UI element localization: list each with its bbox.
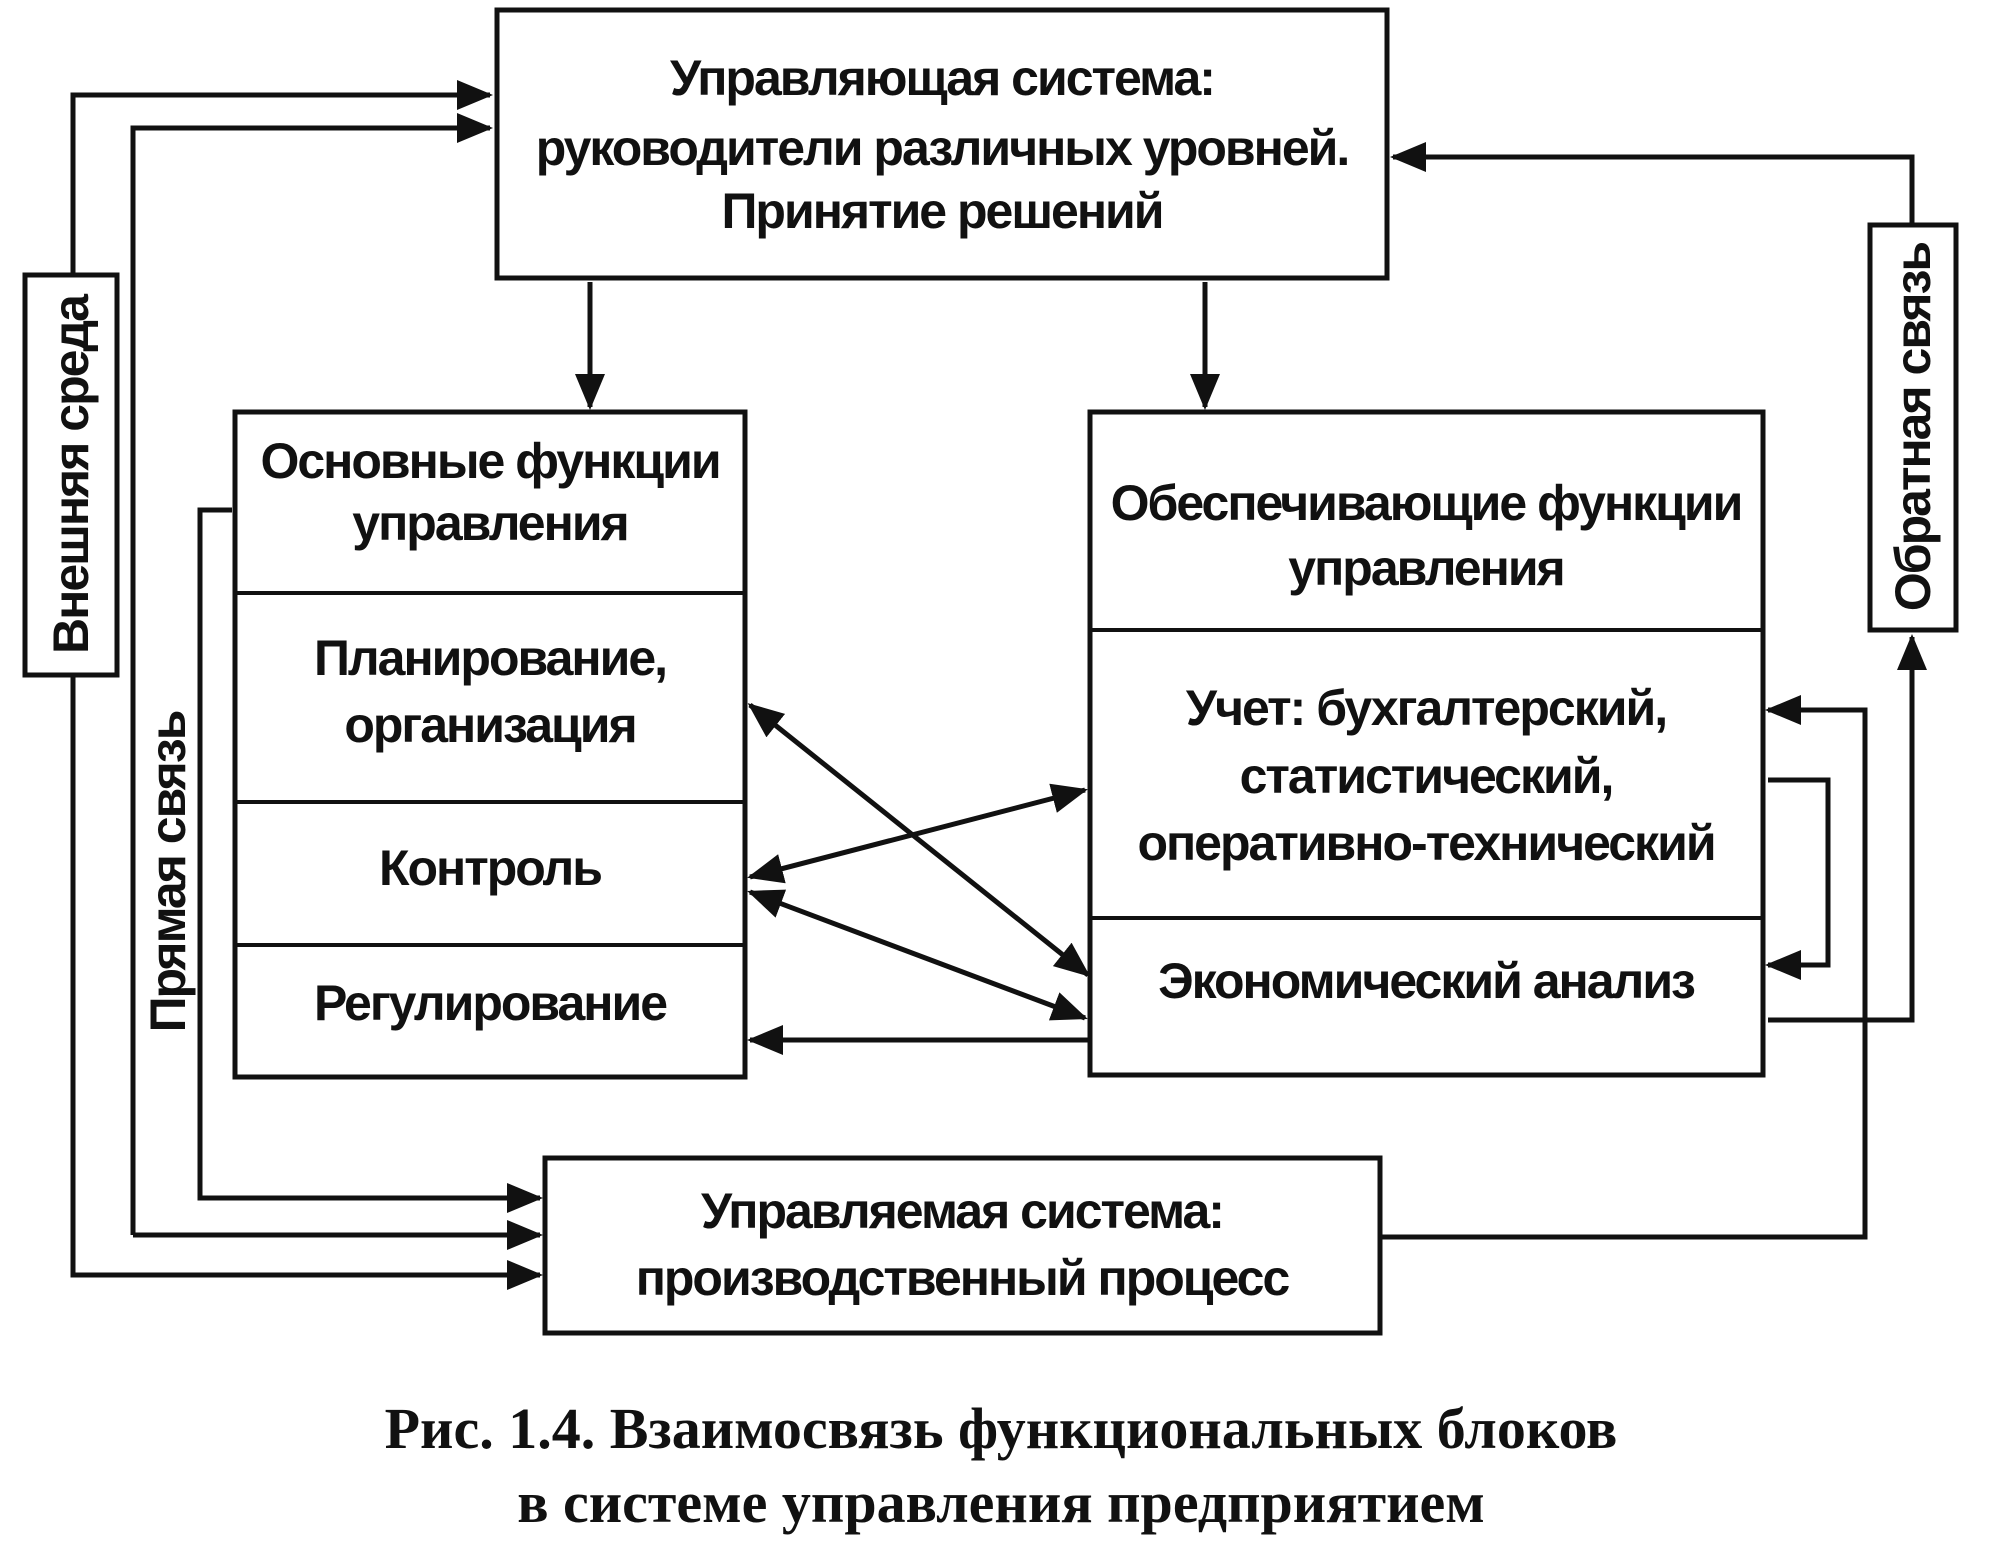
- caption-line-1: Рис. 1.4. Взаимосвязь функциональных бло…: [385, 1396, 1618, 1461]
- external-environment-block: Внешняя среда: [22, 272, 120, 678]
- basic-functions-header-line-2: управления: [352, 495, 627, 551]
- direct-link-label: Прямая связь: [140, 711, 196, 1032]
- economic-analysis-label: Экономический анализ: [1158, 953, 1695, 1009]
- external-to-control-arrow: [70, 80, 493, 275]
- feedback-label: Обратная связь: [1885, 243, 1941, 612]
- control-system-block: Управляющая система: руководители различ…: [494, 7, 1390, 281]
- managed-system-line-2: производственный процесс: [636, 1250, 1290, 1306]
- caption-line-2: в системе управления предприятием: [517, 1470, 1485, 1535]
- accounting-line-3: оперативно-технический: [1137, 815, 1714, 871]
- managed-system-block: Управляемая система: производственный пр…: [542, 1155, 1383, 1336]
- accounting-line-1: Учет: бухгалтерский,: [1186, 680, 1666, 736]
- inner-to-control-arrow: [130, 113, 493, 1235]
- accounting-to-analysis-arrow: [1765, 777, 1831, 980]
- regulation-function-label: Регулирование: [314, 975, 667, 1031]
- accounting-line-2: статистический,: [1240, 748, 1613, 804]
- external-environment-label: Внешняя среда: [43, 293, 99, 654]
- support-functions-header-line-2: управления: [1288, 540, 1563, 596]
- support-functions-block: Обеспечивающие функции управления Учет: …: [1087, 409, 1766, 1078]
- control-system-line-1: Управляющая система:: [670, 50, 1214, 106]
- feedback-block: Обратная связь: [1867, 222, 1959, 633]
- control-analysis-arrow: [747, 889, 1088, 1021]
- control-system-line-2: руководители различных уровней.: [536, 120, 1349, 176]
- control-accounting-arrow: [747, 783, 1088, 884]
- direct-link-arrow: [197, 507, 543, 1213]
- feedback-to-control-arrow: [1390, 142, 1915, 225]
- managed-system-line-1: Управляемая система:: [701, 1183, 1223, 1239]
- planning-analysis-arrow: [747, 703, 1091, 977]
- basic-functions-block: Основные функции управления Планирование…: [232, 409, 748, 1080]
- analysis-to-feedback-arrow: [1768, 634, 1927, 1023]
- basic-functions-header-line-1: Основные функции: [260, 433, 719, 489]
- control-function-label: Контроль: [379, 840, 601, 896]
- external-to-managed-arrow: [70, 675, 543, 1290]
- control-system-line-3: Принятие решений: [721, 183, 1162, 239]
- connectors: [70, 80, 1927, 1290]
- support-functions-header-line-1: Обеспечивающие функции: [1111, 475, 1742, 531]
- managed-to-accounting-arrow: [1382, 695, 1868, 1240]
- planning-line-1: Планирование,: [314, 630, 666, 686]
- planning-line-2: организация: [344, 697, 635, 753]
- figure-caption: Рис. 1.4. Взаимосвязь функциональных бло…: [385, 1396, 1618, 1535]
